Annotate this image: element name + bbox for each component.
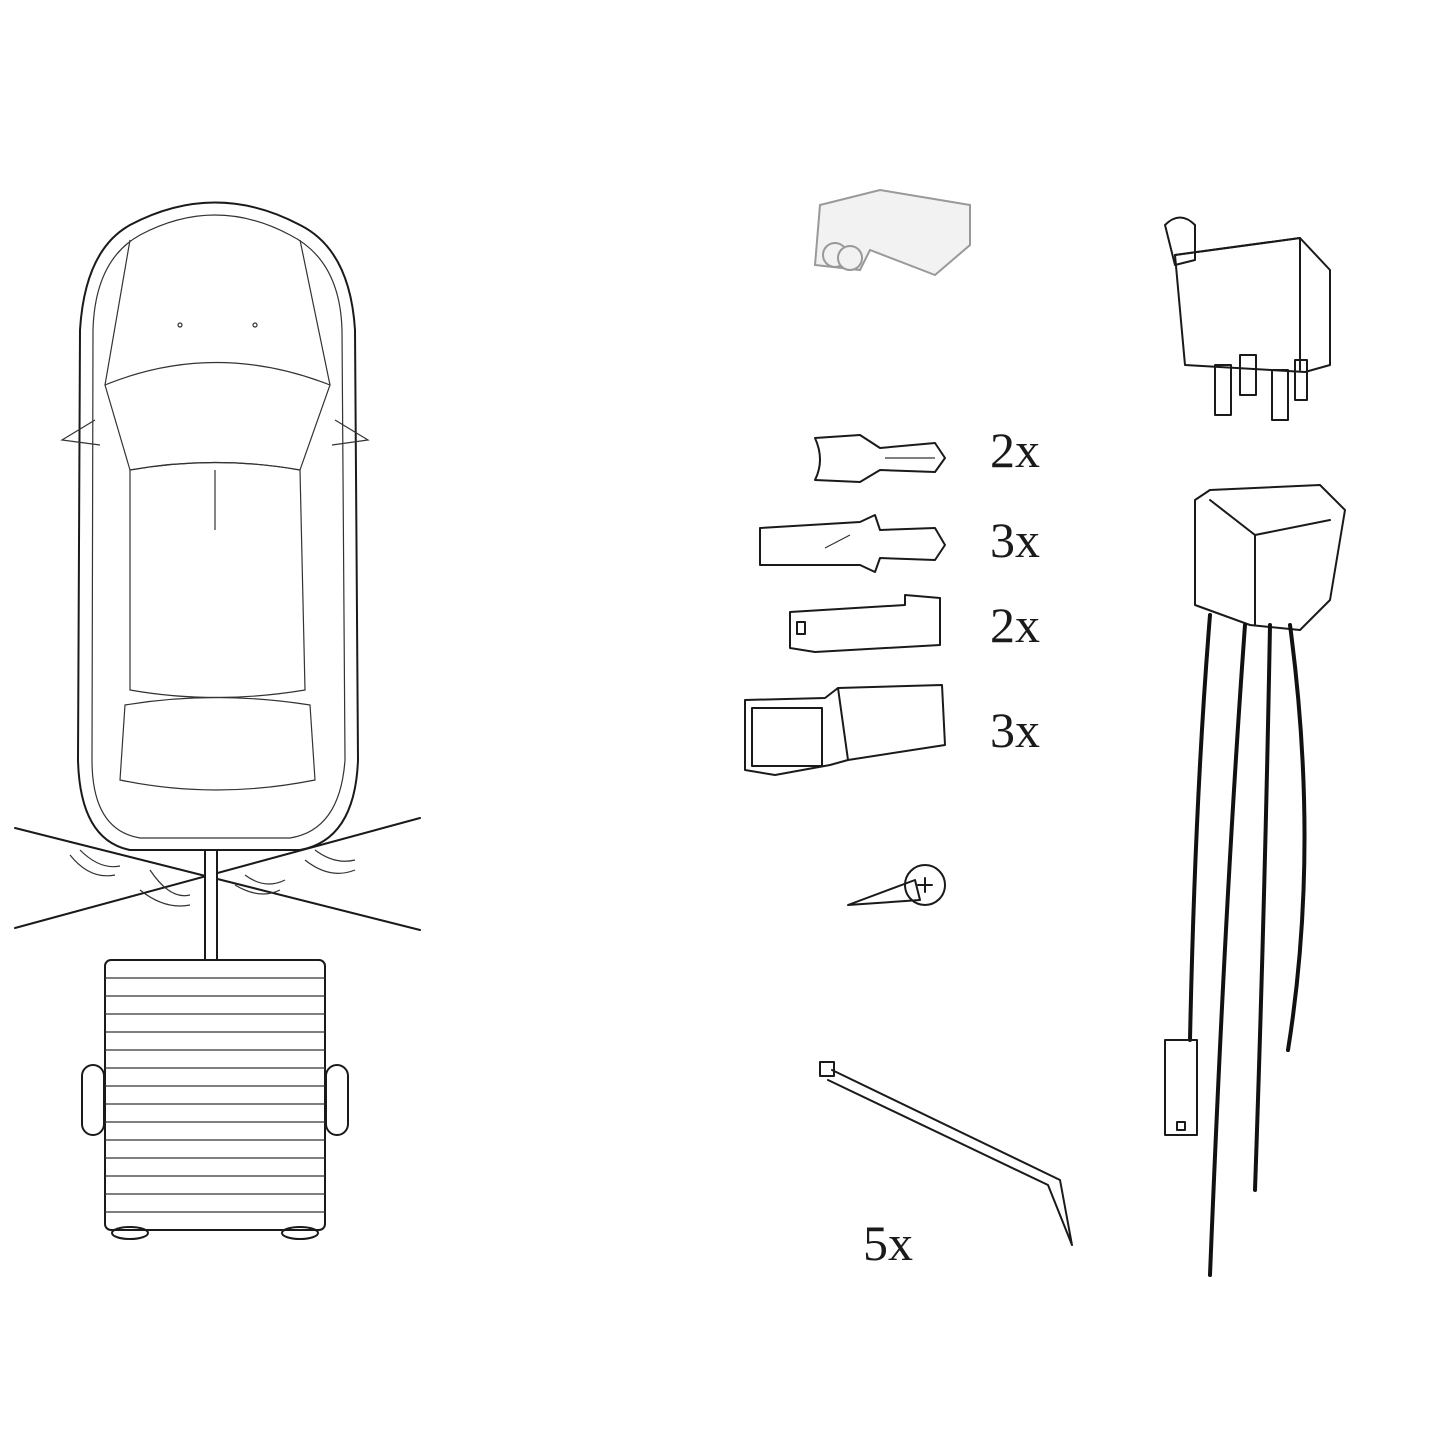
- scotchlok-connector-icon: [813, 188, 971, 277]
- relay-socket-harness-icon: [1164, 484, 1346, 1277]
- double-housing-quantity: 3x: [990, 702, 1040, 758]
- car-top-view: [60, 201, 370, 851]
- single-housing-quantity: 2x: [990, 597, 1040, 653]
- female-spade-connector-icon: [814, 434, 946, 483]
- screw-icon: [847, 864, 946, 906]
- female-spade-quantity: 2x: [990, 422, 1040, 478]
- cable-tie-quantity: 5x: [863, 1215, 913, 1271]
- obstacle-block: [81, 959, 349, 1240]
- cable-tie-icon: [819, 1061, 1073, 1246]
- double-housing-connector-icon: [744, 684, 946, 776]
- single-housing-connector-icon: [789, 594, 941, 653]
- relay-icon: [1164, 216, 1331, 421]
- male-spade-quantity: 3x: [990, 512, 1040, 568]
- male-spade-connector-icon: [759, 514, 946, 573]
- crossed-out-sensor-zone: [14, 817, 421, 961]
